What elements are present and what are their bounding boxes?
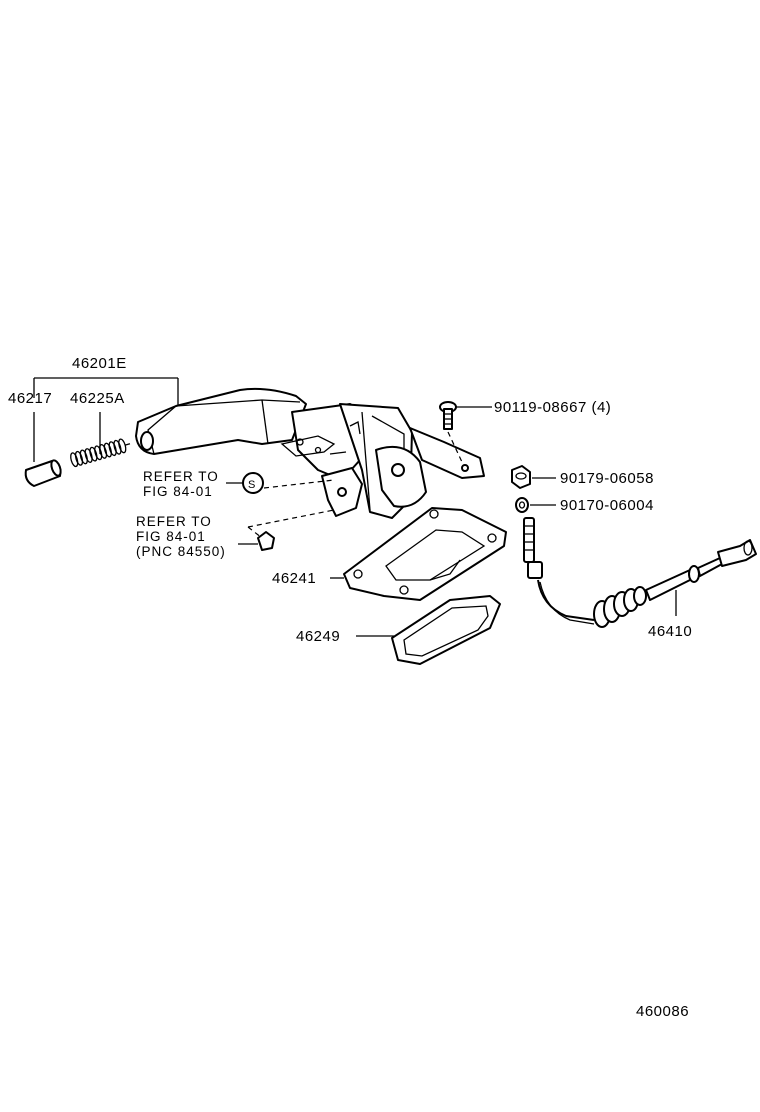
refer-leaders [226, 472, 335, 551]
cable-boot [593, 586, 647, 628]
label-46225A: 46225A [70, 390, 125, 407]
s-marker-circle [242, 472, 264, 494]
label-46241: 46241 [272, 570, 316, 587]
cover-part [330, 507, 507, 601]
label-46217: 46217 [8, 390, 52, 407]
label-refer2-line1: REFER TO [136, 514, 212, 529]
bolt-part [439, 401, 492, 463]
label-refer2-line2: FIG 84-01 [136, 529, 206, 544]
grip-part [24, 412, 62, 487]
label-nut: 90179-06058 [560, 470, 654, 487]
label-refer1-line1: REFER TO [143, 469, 219, 484]
label-bolt: 90119-08667 (4) [494, 399, 611, 416]
washer-part [515, 497, 556, 513]
label-refer2-line3: (PNC 84550) [136, 544, 226, 559]
gasket-part [356, 595, 501, 665]
label-46201E: 46201E [72, 355, 127, 372]
spring-part [70, 412, 131, 468]
s-marker-text: S [248, 479, 256, 491]
label-washer: 90170-06004 [560, 497, 654, 514]
figure-number: 460086 [636, 1003, 689, 1020]
lever-assembly [135, 387, 485, 519]
nut-part [511, 465, 556, 489]
label-refer1-line2: FIG 84-01 [143, 484, 213, 499]
label-46249: 46249 [296, 628, 340, 645]
cable-part [523, 517, 757, 628]
label-46410: 46410 [648, 623, 692, 640]
